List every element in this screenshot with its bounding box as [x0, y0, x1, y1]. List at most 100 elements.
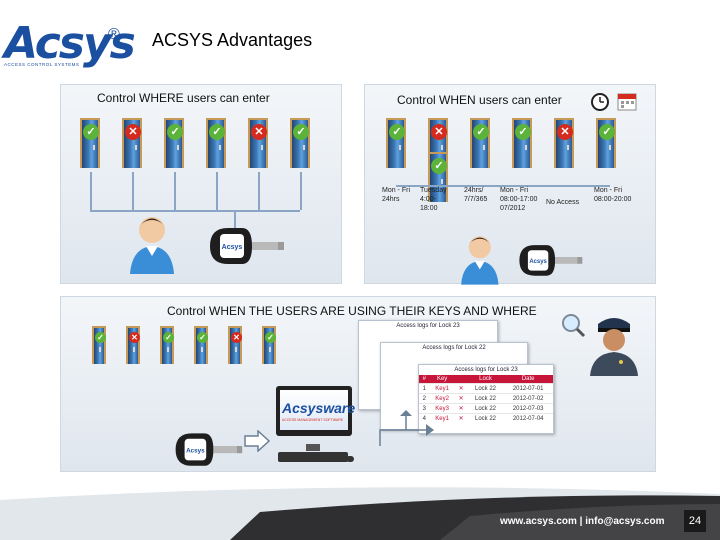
where-door-4: ✕ — [248, 118, 268, 168]
where-connector-horizontal — [90, 210, 300, 212]
key-icon: Acsys — [519, 245, 583, 276]
user-icon — [130, 217, 174, 274]
using-door-1: ✕ — [126, 326, 140, 364]
log-cell: 2 — [419, 393, 430, 404]
log-cell: ✕ — [454, 383, 468, 394]
panel-when-label: Control WHEN users can enter — [397, 93, 562, 107]
check-icon: ✓ — [95, 332, 106, 343]
computer-monitor: Acsysware ACCESS MANAGEMENT SOFTWARE — [276, 386, 356, 444]
log-cell: 3 — [419, 403, 430, 414]
schedule-label-5: Mon - Fri 08:00-20:00 — [594, 187, 632, 203]
software-subtitle: ACCESS MANAGEMENT SOFTWARE — [282, 418, 344, 422]
check-icon: ✓ — [265, 332, 276, 343]
using-door-2: ✓ — [160, 326, 174, 364]
arrow-double-icon — [376, 410, 436, 450]
schedule-label-3: Mon - Fri 08:00-17:00 07/2012 — [500, 187, 538, 212]
arrow-right-icon — [244, 430, 270, 452]
log-cell: Key3 — [429, 403, 455, 414]
access-log-title-3: Access logs for Lock 23 — [454, 367, 518, 373]
panel-where-label: Control WHERE users can enter — [97, 91, 270, 105]
check-icon: ✓ — [473, 124, 489, 140]
clock-icon — [590, 92, 610, 112]
keyboard — [278, 452, 348, 462]
check-icon: ✓ — [163, 332, 174, 343]
where-door-2: ✓ — [164, 118, 184, 168]
check-icon: ✓ — [209, 124, 225, 140]
calendar-icon — [616, 90, 638, 112]
where-door-connector — [174, 172, 176, 210]
user-icon — [461, 236, 499, 285]
key-icon: Acsys — [175, 433, 243, 466]
log-cell: 2012-07-01 — [503, 383, 553, 394]
where-door-connector — [300, 172, 302, 210]
log-cell: ✕ — [454, 403, 468, 414]
log-cell: Key1 — [429, 383, 455, 394]
check-icon: ✓ — [83, 124, 99, 140]
log-cell: 1 — [419, 383, 430, 394]
deny-icon: ✕ — [231, 332, 242, 343]
check-icon: ✓ — [167, 124, 183, 140]
check-icon: ✓ — [293, 124, 309, 140]
key-icon: Acsys — [210, 228, 284, 264]
log-cell: ✕ — [454, 393, 468, 404]
check-icon: ✓ — [389, 124, 405, 140]
guard-avatar — [586, 310, 642, 376]
where-door-connector — [258, 172, 260, 210]
using-door-0: ✓ — [92, 326, 106, 364]
where-door-connector — [132, 172, 134, 210]
where-door-connector — [216, 172, 218, 210]
when-door-5: ✓ — [596, 118, 616, 168]
using-door-3: ✓ — [194, 326, 208, 364]
svg-text:Acsys: Acsys — [529, 259, 547, 265]
when-door-0: ✓ — [386, 118, 406, 168]
log-cell: 4 — [419, 413, 430, 423]
registered-mark: ® — [108, 26, 120, 43]
when-door-3: ✓ — [512, 118, 532, 168]
check-icon: ✓ — [197, 332, 208, 343]
access-log-title-1: Access logs for Lock 23 — [396, 323, 460, 329]
logo-subtitle: ACCESS CONTROL SYSTEMS — [4, 62, 80, 67]
software-logo: Acsysware — [282, 400, 356, 416]
when-door-4: ✕ — [554, 118, 574, 168]
key-fob-2: Acsys — [516, 240, 583, 276]
where-door-3: ✓ — [206, 118, 226, 168]
panel-where: Control WHERE users can enter — [60, 84, 342, 284]
page-number: 24 — [684, 510, 706, 532]
where-door-1: ✕ — [122, 118, 142, 168]
where-connector-vertical — [234, 210, 236, 240]
deny-icon: ✕ — [557, 124, 573, 140]
panel-using-label: Control WHEN THE USERS ARE USING THEIR K… — [167, 304, 537, 318]
schedule-label-4: No Access — [546, 199, 580, 206]
log-cell: Lock 22 — [467, 383, 504, 394]
using-door-4: ✕ — [228, 326, 242, 364]
when-door-2: ✓ — [470, 118, 490, 168]
deny-icon: ✕ — [125, 124, 141, 140]
log-cell: Lock 22 — [467, 403, 504, 414]
schedule-label-1: Tuesday 4:00- 18:00 — [420, 187, 447, 212]
check-icon: ✓ — [599, 124, 615, 140]
magnifier-icon — [560, 312, 586, 338]
where-door-connector — [90, 172, 92, 210]
log-header-0: # — [419, 375, 430, 384]
log-cell: Lock 22 — [467, 413, 504, 423]
log-cell: 2012-07-04 — [503, 413, 553, 423]
log-header-1: Key — [429, 375, 455, 384]
footer-bar — [0, 482, 720, 540]
using-door-5: ✓ — [262, 326, 276, 364]
panel-when: Control WHEN users can enter — [364, 84, 656, 284]
schedule-label-2: 24hrs/ 7/7/365 — [464, 187, 488, 203]
access-log-title-2: Access logs for Lock 22 — [422, 345, 486, 351]
log-header-4: Date — [503, 375, 553, 384]
where-door-0: ✓ — [80, 118, 100, 168]
deny-icon: ✕ — [251, 124, 267, 140]
footer-contact[interactable]: www.acsys.com | info@acsys.com — [500, 516, 665, 527]
when-connector-horizontal — [396, 185, 610, 187]
acsys-logo: Acsys — [4, 18, 136, 69]
svg-text:Acsys: Acsys — [222, 244, 243, 251]
user-avatar — [124, 212, 174, 274]
log-header-2 — [454, 375, 468, 384]
log-cell: ✕ — [454, 413, 468, 423]
